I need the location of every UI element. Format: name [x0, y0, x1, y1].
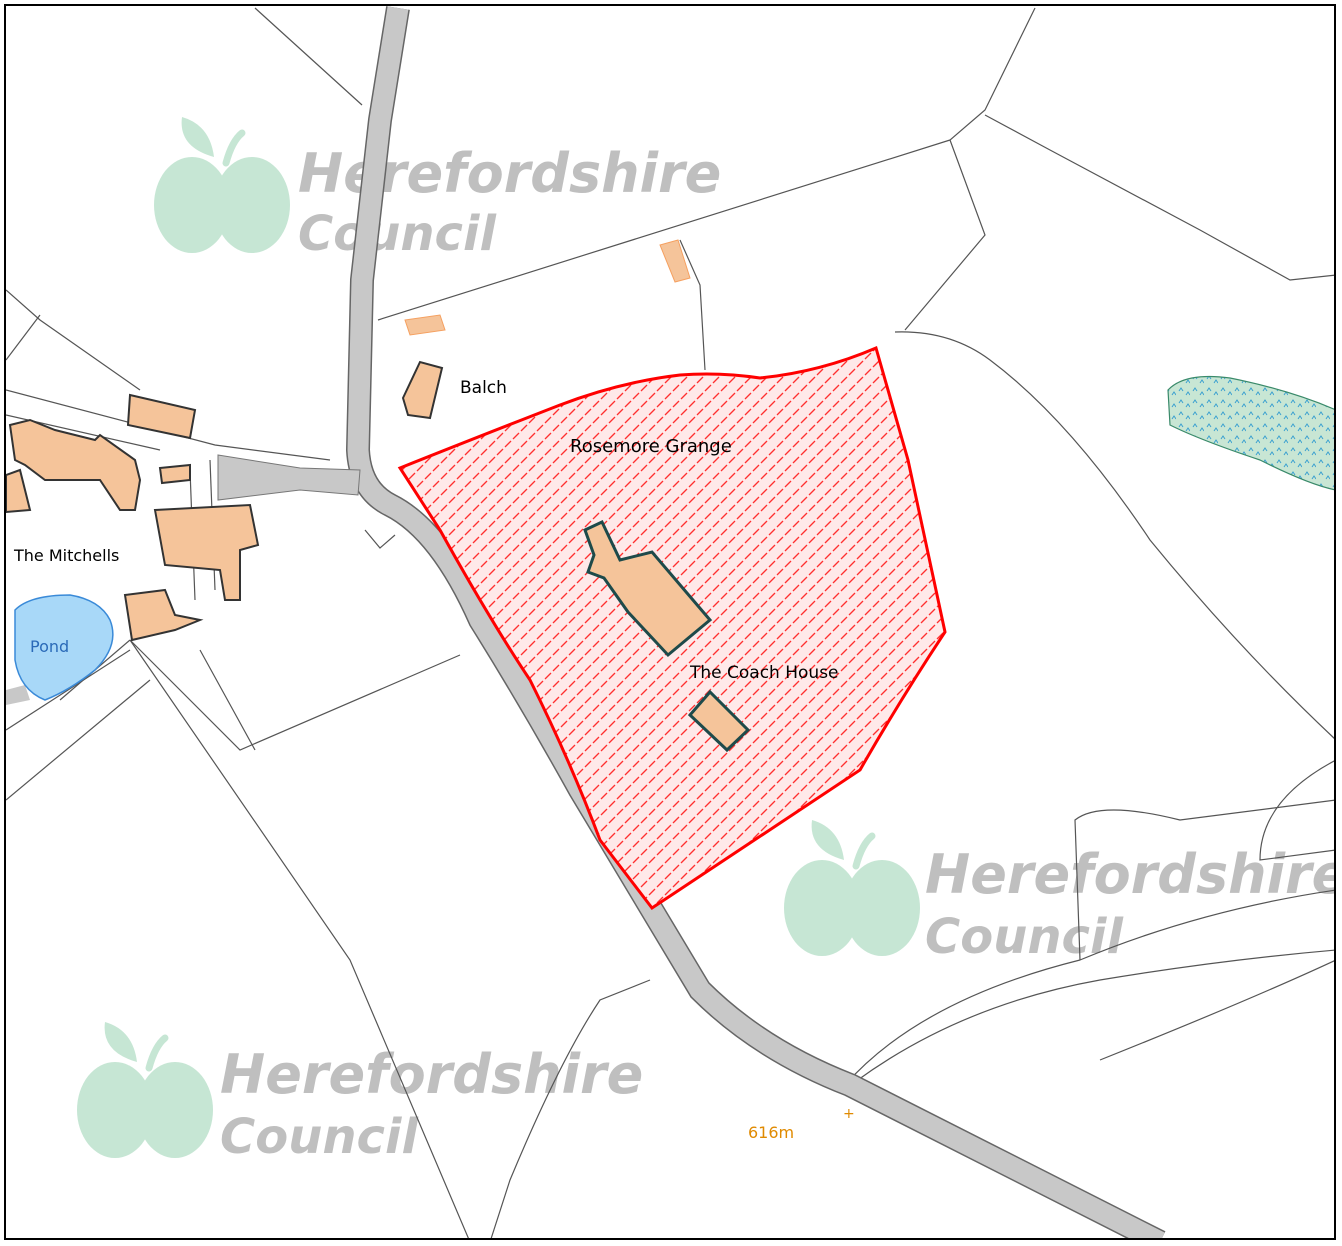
site-location-map[interactable]: Herefordshire Council Herefordshire Coun…	[6, 6, 1336, 1240]
watermark-line2: Council	[925, 909, 1123, 965]
map-frame[interactable]: Herefordshire Council Herefordshire Coun…	[4, 4, 1336, 1240]
building-small-north	[158, 463, 191, 485]
building-balch	[401, 360, 444, 420]
watermark-middle-right: Herefordshire Council	[784, 820, 1336, 965]
watermark-line2: Council	[298, 206, 496, 262]
watermark-line1: Herefordshire	[220, 1043, 643, 1106]
watermark-line2: Council	[220, 1109, 418, 1165]
building-mitchells-west	[6, 468, 32, 514]
label-spot-height: 616m	[748, 1123, 794, 1142]
building-mitchells-main	[8, 418, 142, 511]
building-outbuilding-north	[404, 314, 446, 336]
label-rosemore-grange: Rosemore Grange	[570, 436, 732, 457]
building-mitchells-range	[153, 503, 260, 601]
spot-height-marker-icon: +	[843, 1106, 855, 1122]
map-labels: Balch Rosemore Grange The Mitchells Pond…	[13, 378, 855, 1142]
marsh-area	[1167, 375, 1334, 491]
label-pond: Pond	[30, 637, 69, 656]
building-mitchells-south	[123, 588, 204, 642]
watermark-line1: Herefordshire	[925, 843, 1336, 906]
pond	[14, 594, 114, 701]
label-the-mitchells: The Mitchells	[13, 546, 119, 565]
label-balch: Balch	[460, 378, 507, 398]
building-outbuilding-east	[659, 239, 691, 283]
label-coach-house: The Coach House	[689, 663, 839, 683]
watermark-top-left: Herefordshire Council	[154, 117, 721, 262]
watermark-bottom-left: Herefordshire Council	[77, 1022, 643, 1165]
building-mitchells-shed	[126, 393, 197, 440]
site-buildings	[583, 520, 751, 753]
